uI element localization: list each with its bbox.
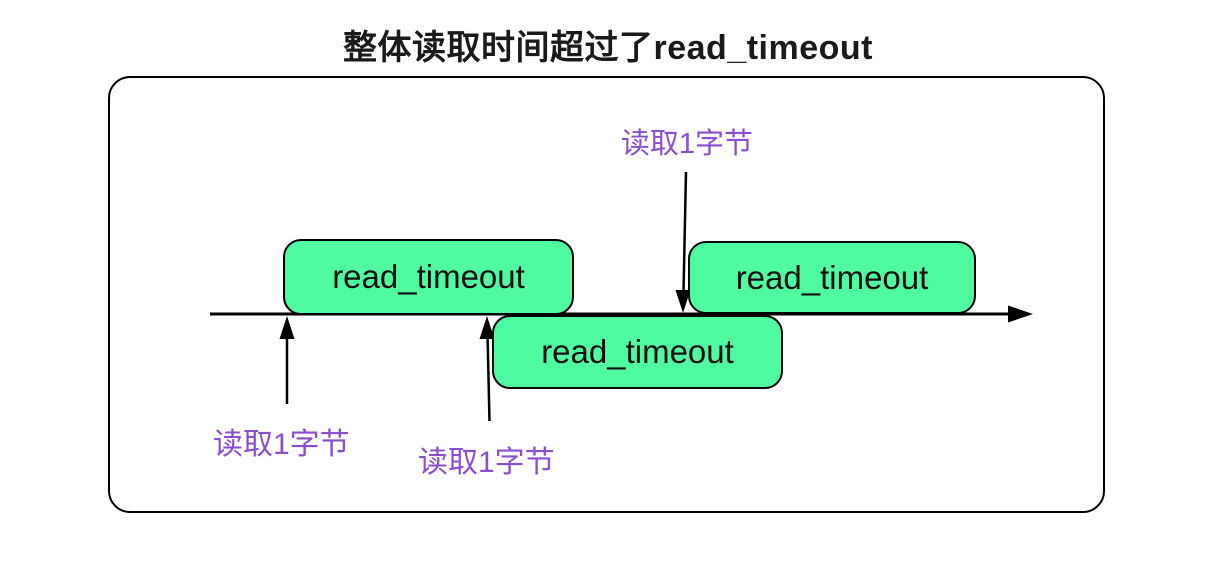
- read-timeout-box-1: read_timeout: [283, 239, 574, 315]
- read-timeout-box-1-label: read_timeout: [332, 258, 525, 295]
- read-timeout-box-2: read_timeout: [492, 315, 783, 389]
- read-timeout-box-3-label: read_timeout: [735, 258, 929, 296]
- diagram-frame: [108, 76, 1105, 513]
- annotation-read-1-byte-bottom-middle: 读取1字节: [418, 446, 555, 479]
- read-timeout-box-2-label: read_timeout: [541, 333, 734, 370]
- diagram-title: 整体读取时间超过了read_timeout: [343, 29, 873, 67]
- annotation-read-1-byte-bottom-left: 读取1字节: [213, 428, 350, 461]
- annotation-read-1-byte-top: 读取1字节: [620, 128, 754, 160]
- read-timeout-box-3: read_timeout: [688, 241, 976, 314]
